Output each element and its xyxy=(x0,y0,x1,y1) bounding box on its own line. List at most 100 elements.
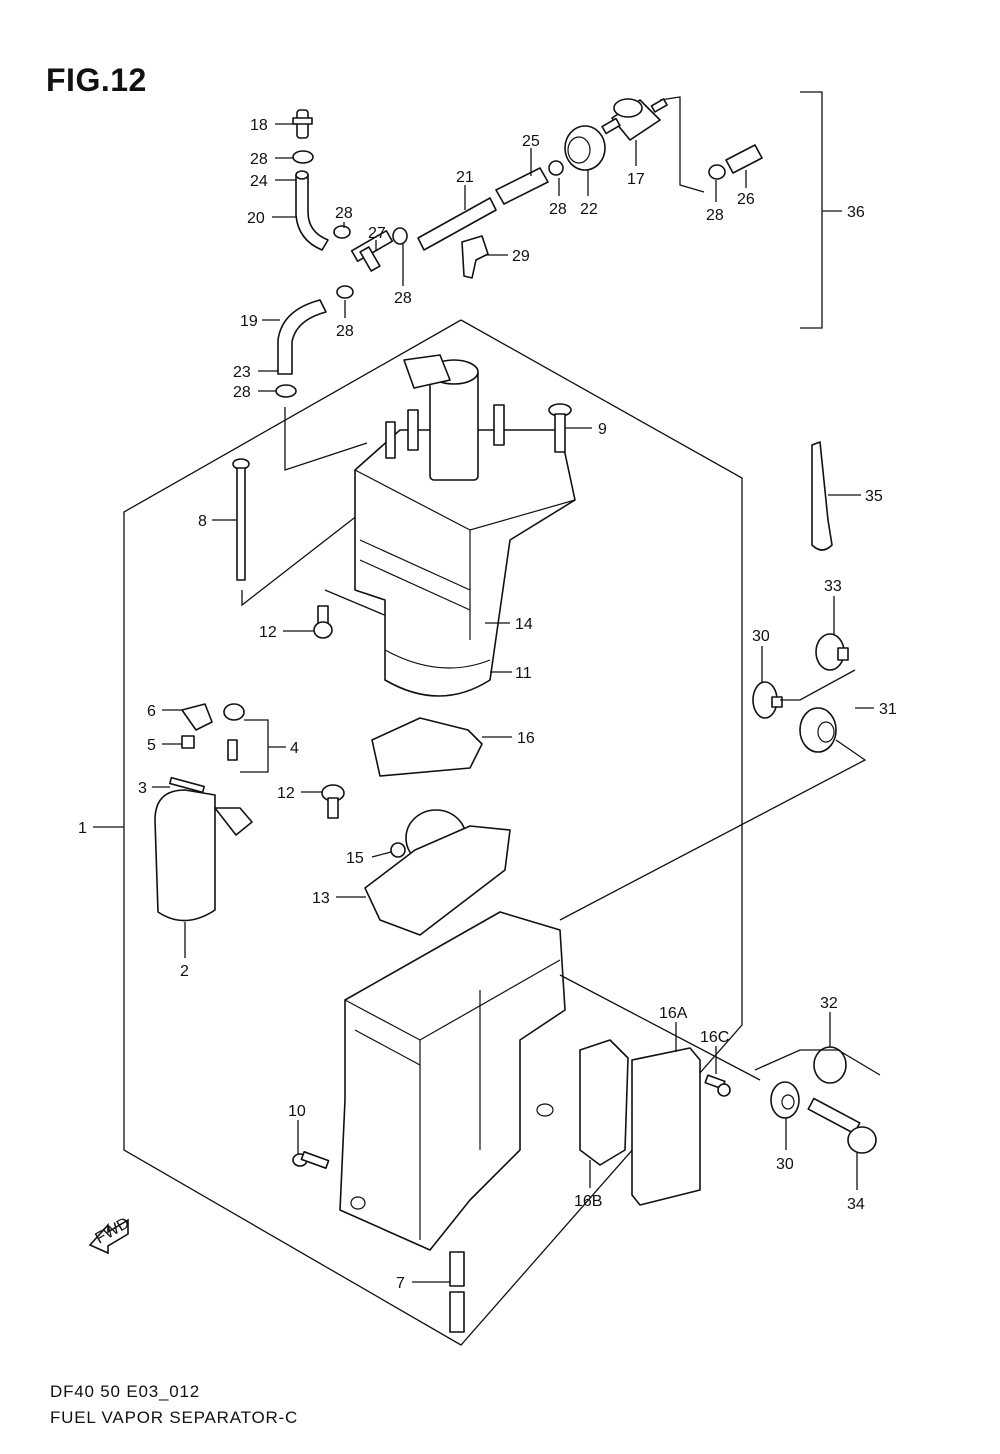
vapor-separator-body xyxy=(354,354,576,697)
callout-leaders xyxy=(93,123,874,1283)
clamp-28d xyxy=(708,164,726,180)
callout-12: 12 xyxy=(259,624,277,641)
leader-hose-to-separator xyxy=(284,407,368,471)
gasket-16 xyxy=(371,717,483,777)
clamp-28f xyxy=(336,285,354,299)
pin-3 xyxy=(169,776,205,794)
callout-16C: 16C xyxy=(700,1029,729,1046)
callout-11: 11 xyxy=(515,665,532,682)
assembly-outline xyxy=(123,319,743,1346)
leader-chamber-line xyxy=(559,974,761,1081)
callout-33: 33 xyxy=(824,578,842,595)
connector-25 xyxy=(495,167,549,205)
strap-35 xyxy=(811,441,833,551)
callout-28: 28 xyxy=(335,205,353,222)
grommet-30a xyxy=(752,681,783,719)
fwd-arrow-icon: FWD xyxy=(88,1215,133,1255)
callout-13: 13 xyxy=(312,890,330,907)
float-chamber xyxy=(339,911,566,1251)
callout-9: 9 xyxy=(598,421,607,438)
tee-joint-27 xyxy=(350,230,394,272)
callout-35: 35 xyxy=(865,488,883,505)
callout-16A: 16A xyxy=(659,1005,688,1022)
grommet-30b xyxy=(770,1081,800,1119)
screw-16C xyxy=(704,1074,731,1097)
bracket-6 xyxy=(181,703,213,731)
callout-14: 14 xyxy=(515,616,533,633)
figure-title: FIG.12 xyxy=(46,62,147,98)
hose-19 xyxy=(277,299,327,375)
hose-20-end xyxy=(295,170,309,180)
clip-29 xyxy=(461,235,489,279)
callout-28: 28 xyxy=(336,323,354,340)
callout-32: 32 xyxy=(820,995,838,1012)
callout-12: 12 xyxy=(277,785,295,802)
callout-15: 15 xyxy=(346,850,364,867)
pin-7 xyxy=(449,1251,465,1333)
callout-20: 20 xyxy=(247,210,265,227)
leader-31-line xyxy=(780,669,856,701)
float-2 xyxy=(154,789,216,922)
callout-17: 17 xyxy=(627,171,645,188)
callout-19: 19 xyxy=(240,313,258,330)
callout-28: 28 xyxy=(233,384,251,401)
footer-code: DF40 50 E03_012 xyxy=(50,1382,200,1401)
callout-36: 36 xyxy=(847,204,865,221)
callout-6: 6 xyxy=(147,703,156,720)
callout-4: 4 xyxy=(290,740,299,757)
fuel-filter-17 xyxy=(601,98,668,141)
clamp-28c xyxy=(548,160,564,176)
callout-34: 34 xyxy=(847,1196,865,1213)
screw-12b xyxy=(321,784,345,819)
gasket-13 xyxy=(364,825,511,936)
callout-16B: 16B xyxy=(574,1193,602,1210)
screw-5 xyxy=(181,735,195,749)
callout-18: 18 xyxy=(250,117,268,134)
hose-21 xyxy=(417,197,497,251)
hose-20 xyxy=(295,174,329,251)
callout-22: 22 xyxy=(580,201,598,218)
callout-30: 30 xyxy=(776,1156,794,1173)
callout-23: 23 xyxy=(233,364,251,381)
callout-25: 25 xyxy=(522,133,540,150)
bracket-36 xyxy=(800,91,823,329)
callout-labels: 18 28 24 20 28 27 21 25 28 22 17 28 26 3… xyxy=(78,117,897,1292)
callout-24: 24 xyxy=(250,173,268,190)
callout-5: 5 xyxy=(147,737,156,754)
callout-28: 28 xyxy=(250,151,268,168)
float-arm xyxy=(214,807,253,836)
callout-2: 2 xyxy=(180,963,189,980)
callout-10: 10 xyxy=(288,1103,306,1120)
callout-26: 26 xyxy=(737,191,755,208)
grommet-22 xyxy=(564,125,606,171)
callout-28: 28 xyxy=(706,207,724,224)
bolt-34 xyxy=(807,1097,877,1154)
callout-21: 21 xyxy=(456,169,474,186)
clamp-28a xyxy=(292,150,314,164)
callout-7: 7 xyxy=(396,1275,405,1292)
footer-name: FUEL VAPOR SEPARATOR-C xyxy=(50,1408,299,1427)
fitting-18 xyxy=(292,109,313,139)
clamp-28e xyxy=(392,227,408,245)
callout-3: 3 xyxy=(138,780,147,797)
screw-12a xyxy=(313,605,333,639)
collar-33 xyxy=(815,633,849,671)
leader-32-line xyxy=(754,1049,881,1076)
needle-valve-4 xyxy=(223,703,245,761)
callout-30: 30 xyxy=(752,628,770,645)
callout-29: 29 xyxy=(512,248,530,265)
grommet-31 xyxy=(799,707,837,753)
gasket-16B xyxy=(579,1039,629,1166)
leader-bolt8 xyxy=(241,507,368,607)
callout-1: 1 xyxy=(78,820,87,837)
screw-9 xyxy=(548,403,572,453)
callout-16: 16 xyxy=(517,730,535,747)
callout-8: 8 xyxy=(198,513,207,530)
callout-27: 27 xyxy=(368,225,386,242)
clamp-28g xyxy=(275,384,297,398)
callout-28: 28 xyxy=(394,290,412,307)
callout-28: 28 xyxy=(549,201,567,218)
bolt-8 xyxy=(232,458,250,581)
